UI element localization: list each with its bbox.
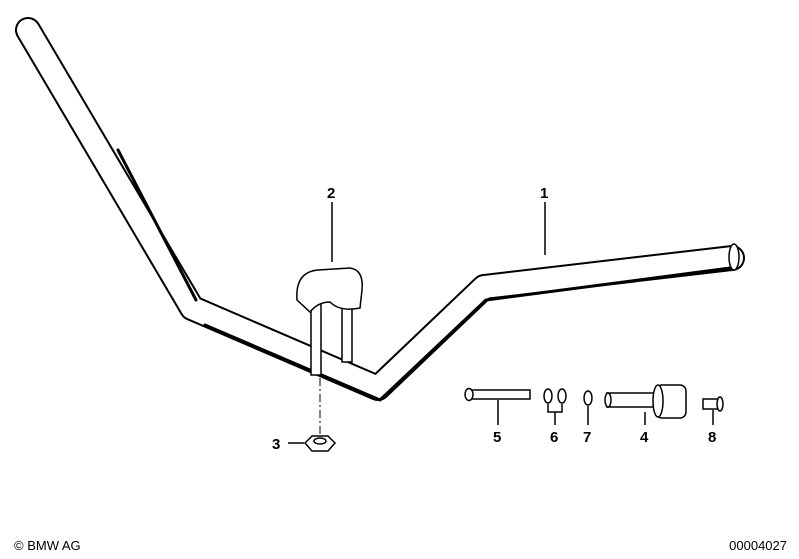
part-label-6: 6 [550, 429, 558, 446]
copyright: © BMW AG [14, 538, 81, 553]
nut [303, 435, 337, 452]
small-parts [464, 384, 724, 419]
part-label-4: 4 [640, 429, 649, 446]
part-label-1: 1 [540, 185, 548, 202]
part-label-2: 2 [327, 185, 335, 202]
leader-lines [288, 202, 714, 444]
clamp [296, 267, 363, 376]
diagram-id: 00004027 [729, 538, 787, 553]
part-label-3: 3 [272, 436, 280, 453]
part-label-5: 5 [493, 429, 501, 446]
part-label-8: 8 [708, 429, 716, 446]
part-label-7: 7 [583, 429, 591, 446]
handlebar [15, 17, 745, 402]
